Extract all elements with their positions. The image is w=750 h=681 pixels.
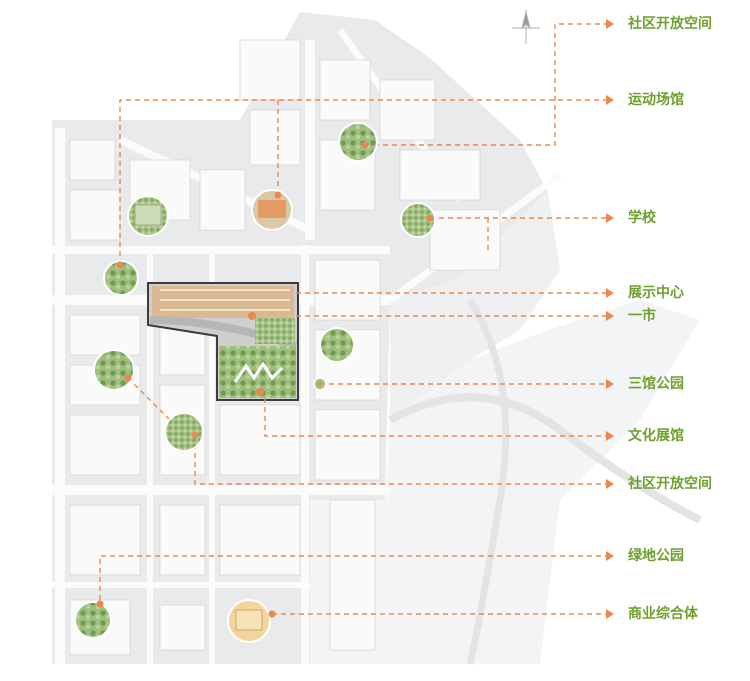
park-circle-icon [74, 600, 112, 639]
exhibition-center-block [152, 286, 294, 318]
leader-community-north [365, 23, 608, 146]
label-exhibition-center: 展示中心 [628, 285, 684, 301]
leader-green-park [99, 555, 608, 600]
commercial-circle-icon [227, 599, 276, 643]
label-community-open-space-south: 社区开放空间 [628, 476, 712, 492]
market-block [255, 318, 295, 344]
label-school: 学校 [628, 210, 656, 226]
sports-field-circle-icon [103, 260, 139, 296]
label-cultural-exhibition-hall: 文化展馆 [628, 428, 684, 444]
leader-community-south [194, 435, 608, 485]
park-circle-icon [127, 195, 169, 237]
label-three-halls-park: 三馆公园 [628, 376, 684, 392]
label-green-park: 绿地公园 [628, 548, 684, 564]
label-community-open-space-north: 社区开放空间 [628, 16, 712, 32]
park-circle-icon [164, 412, 204, 452]
label-market: 一市 [628, 308, 656, 324]
leader-sports-hall [119, 99, 608, 265]
label-commercial-complex: 商业综合体 [628, 606, 698, 622]
park-circle-icon [93, 349, 135, 391]
label-arrowheads [606, 19, 614, 619]
leader-lines [99, 23, 608, 615]
project-site [147, 282, 299, 401]
leader-cultural [264, 398, 608, 437]
park-circle-icon [319, 327, 355, 363]
school-circle-icon [400, 202, 436, 238]
park-circle-icon [313, 377, 327, 391]
park-circle-icon [338, 122, 378, 162]
label-sports-hall: 运动场馆 [628, 92, 684, 108]
callout-circles [74, 122, 436, 643]
north-arrow-icon [512, 10, 540, 44]
sports-field-circle-icon [251, 189, 293, 231]
